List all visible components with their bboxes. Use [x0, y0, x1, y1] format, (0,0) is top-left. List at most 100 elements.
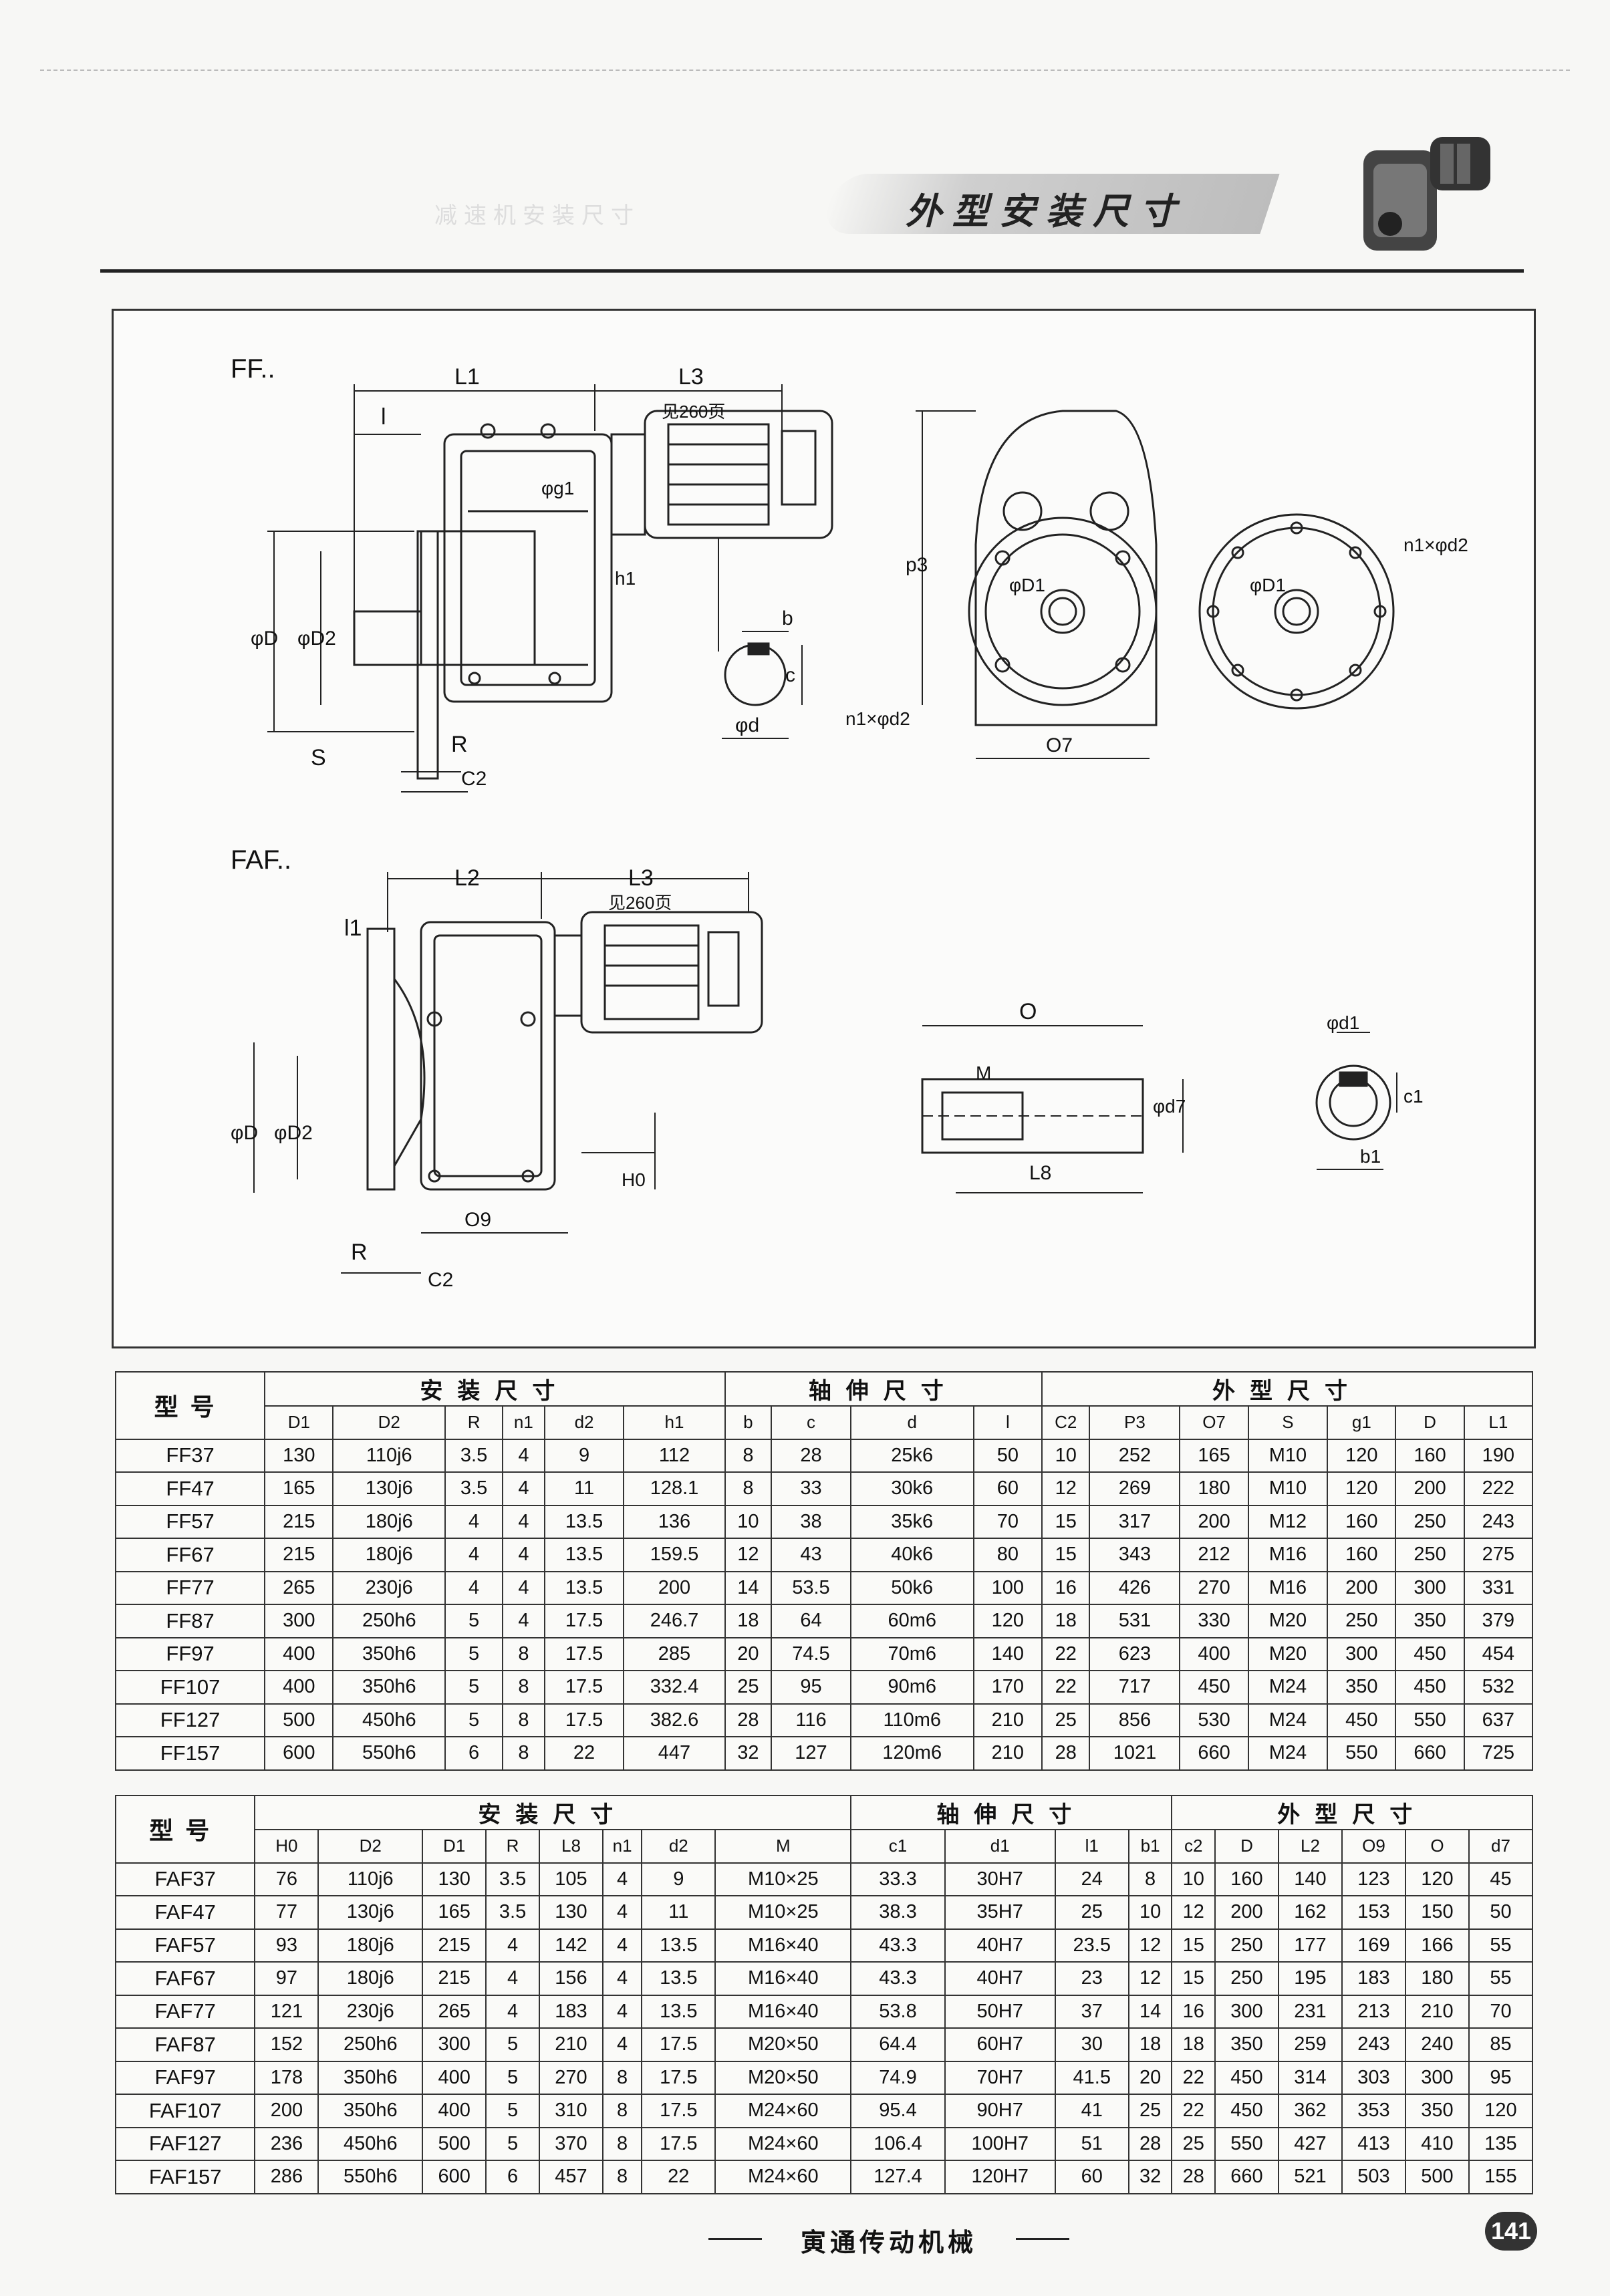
table-cell: 160	[1395, 1438, 1465, 1473]
table-cell: 350h6	[317, 2060, 424, 2095]
column-header: b1	[1127, 1829, 1173, 1864]
table-cell: 90m6	[849, 1670, 974, 1705]
column-header: h1	[623, 1405, 726, 1440]
table-cell: M12	[1247, 1504, 1329, 1539]
table-cell: 350h6	[332, 1670, 446, 1705]
table-cell: 623	[1089, 1636, 1181, 1671]
table-cell: 24	[1054, 1862, 1129, 1896]
table-cell: 35H7	[944, 1895, 1056, 1930]
dim-phi-D1-flange: φD1	[1250, 575, 1286, 595]
table-cell: 180j6	[317, 1928, 424, 1963]
shaft-key-section	[722, 631, 803, 739]
table-cell: 162	[1277, 1895, 1343, 1930]
table-cell: 285	[623, 1636, 726, 1671]
column-header: R	[444, 1405, 504, 1440]
column-header: D2	[332, 1405, 446, 1440]
column-header: S	[1247, 1405, 1329, 1440]
table-cell: 32	[1127, 2160, 1173, 2194]
column-header: d7	[1468, 1829, 1534, 1864]
column-header: c2	[1171, 1829, 1216, 1864]
table-cell: 15	[1041, 1504, 1091, 1539]
table-cell: M10	[1247, 1438, 1329, 1473]
table-cell: M16	[1247, 1570, 1329, 1605]
table-cell: 13.5	[543, 1504, 625, 1539]
dim-n1-d2-flange: n1×φd2	[1403, 535, 1468, 555]
table-cell: 5	[485, 2027, 540, 2062]
table-cell: 660	[1395, 1736, 1465, 1771]
model-cell: FAF97	[114, 2060, 256, 2095]
table-cell: 10	[1041, 1438, 1091, 1473]
table-cell: 28	[1041, 1736, 1091, 1771]
dim-phi-D2: φD2	[297, 627, 336, 650]
table-cell: 136	[623, 1504, 726, 1539]
dim-b: b	[782, 607, 793, 629]
table-cell: 300	[422, 2027, 487, 2062]
table-cell: 15	[1041, 1538, 1091, 1572]
table-cell: 120m6	[849, 1736, 974, 1771]
table-cell: 30H7	[944, 1862, 1056, 1896]
table-cell: 153	[1341, 1895, 1406, 1930]
table-cell: 8	[502, 1703, 545, 1737]
table-cell: 343	[1089, 1538, 1181, 1572]
table-cell: 215	[264, 1538, 334, 1572]
table-cell: 8	[601, 2094, 643, 2128]
table-cell: 303	[1341, 2060, 1406, 2095]
table-cell: 231	[1277, 1994, 1343, 2029]
table-cell: 25	[1041, 1703, 1091, 1737]
table-cell: 210	[538, 2027, 603, 2062]
dim-R: R	[451, 732, 468, 757]
table-cell: 180j6	[332, 1504, 446, 1539]
table-cell: 170	[972, 1670, 1043, 1705]
table-cell: 16	[1041, 1570, 1091, 1605]
table-cell: 4	[485, 1994, 540, 2029]
table-cell: 43.3	[850, 1928, 946, 1963]
table-cell: 454	[1463, 1636, 1534, 1671]
column-header: n1	[601, 1829, 643, 1864]
table-cell: 95.4	[850, 2094, 946, 2128]
table-cell: 60m6	[849, 1604, 974, 1638]
table-cell: 4	[444, 1504, 504, 1539]
table-cell: 25	[1171, 2126, 1216, 2161]
model-cell: FAF127	[114, 2126, 256, 2161]
table-cell: 350	[1395, 1604, 1465, 1638]
table-cell: 183	[538, 1994, 603, 2029]
table-cell: 22	[543, 1736, 625, 1771]
table-cell: 215	[422, 1928, 487, 1963]
table-cell: 4	[601, 1994, 643, 2029]
table-cell: 8	[601, 2126, 643, 2161]
table-cell: 1021	[1089, 1736, 1181, 1771]
group-shaft: 轴伸尺寸	[724, 1371, 1043, 1407]
gear-motor-icon	[1363, 137, 1490, 251]
table-cell: 400	[422, 2094, 487, 2128]
table-cell: 250	[1214, 1961, 1279, 1996]
table-cell: 10	[1127, 1895, 1173, 1930]
ff-side-view	[353, 410, 833, 780]
table-cell: 275	[1463, 1538, 1534, 1572]
table-cell: 33.3	[850, 1862, 946, 1896]
table-cell: 8	[1127, 1862, 1173, 1896]
table-cell: 50	[972, 1438, 1043, 1473]
table-cell: 550	[1395, 1703, 1465, 1737]
table-cell: 10	[1171, 1862, 1216, 1896]
table-cell: 25k6	[849, 1438, 974, 1473]
table-cell: 5	[444, 1604, 504, 1638]
group-install: 安装尺寸	[264, 1371, 726, 1407]
table-cell: 250	[1214, 1928, 1279, 1963]
table-cell: 116	[771, 1703, 851, 1737]
model-cell: FF97	[114, 1636, 266, 1671]
table-cell: M16×40	[714, 1994, 852, 2029]
dim-L3: L3	[678, 364, 704, 390]
column-header: L2	[1277, 1829, 1343, 1864]
table-cell: 270	[538, 2060, 603, 2095]
table-cell: 53.5	[771, 1570, 851, 1605]
table-cell: 660	[1214, 2160, 1279, 2194]
table-cell: 17.5	[641, 2126, 716, 2161]
table-cell: 450h6	[317, 2126, 424, 2161]
